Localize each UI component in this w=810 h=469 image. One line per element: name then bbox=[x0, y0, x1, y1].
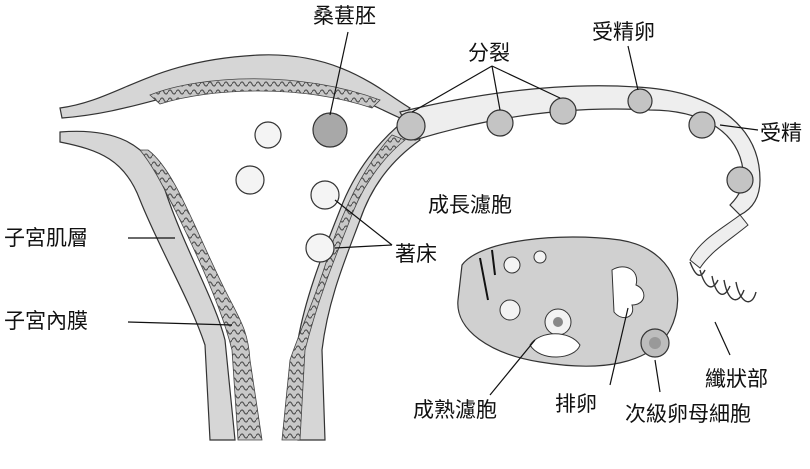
uterus-right-wall bbox=[298, 120, 420, 440]
label-ovulation: 排卵 bbox=[555, 394, 597, 415]
label-fimbriae: 纖狀部 bbox=[705, 369, 768, 390]
ovary-follicle bbox=[534, 251, 546, 263]
label-secondary-oocyte: 次級卵母細胞 bbox=[625, 404, 751, 425]
right-endometrium bbox=[282, 135, 405, 440]
label-implantation: 著床 bbox=[395, 244, 437, 265]
uterus-left-wall bbox=[60, 131, 235, 440]
label-fertilized-egg: 受精卵 bbox=[592, 22, 655, 43]
label-fertilization: 受精 bbox=[760, 123, 802, 144]
ovary-follicle-inner bbox=[553, 317, 563, 327]
ovary-follicle bbox=[504, 257, 520, 273]
label-growing-follicle: 成長濾胞 bbox=[428, 195, 512, 216]
label-cleavage: 分裂 bbox=[468, 43, 510, 64]
label-morula: 桑葚胚 bbox=[313, 6, 376, 27]
label-endometrium: 子宮內膜 bbox=[4, 311, 88, 332]
ovary-follicle bbox=[500, 300, 520, 320]
embryo-cells bbox=[236, 89, 753, 262]
label-mature-follicle: 成熟濾胞 bbox=[413, 400, 497, 421]
label-myometrium: 子宮肌層 bbox=[4, 228, 88, 249]
oviduct-lower bbox=[690, 215, 748, 268]
